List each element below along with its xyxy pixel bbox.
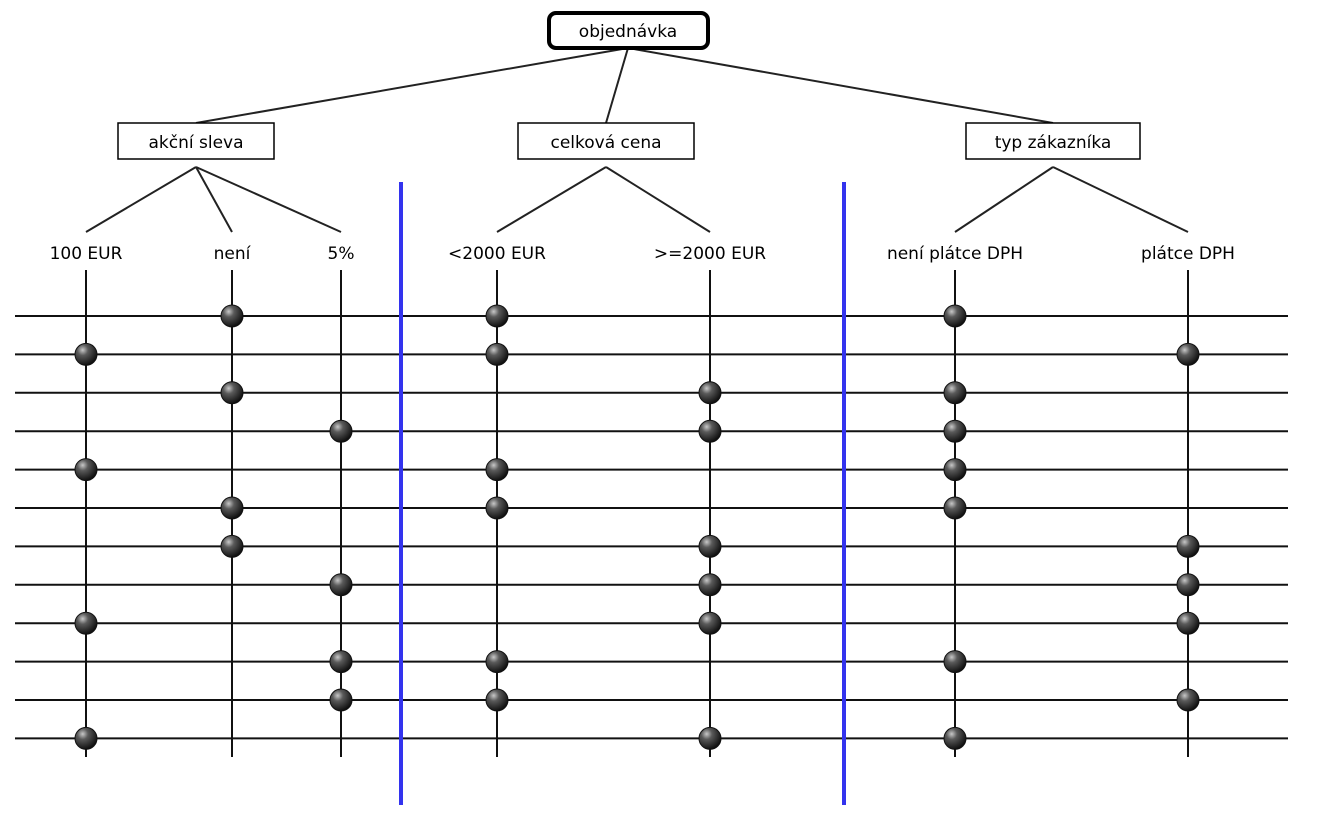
group-node-box xyxy=(517,122,695,160)
leaf-label-neni: není xyxy=(214,244,252,264)
row-marker-dot xyxy=(943,304,967,328)
leaf-label-under-2000-eur: <2000 EUR xyxy=(448,244,546,264)
row-marker-dot xyxy=(485,496,509,520)
row-marker-dot xyxy=(698,611,722,635)
row-marker-dot xyxy=(1176,534,1200,558)
row-marker-dot xyxy=(485,650,509,674)
root-to-group-edge xyxy=(605,47,629,124)
leaf-label-platce-dph: plátce DPH xyxy=(1141,244,1235,264)
row-marker-dot xyxy=(74,726,98,750)
group-to-leaf-edge xyxy=(1052,166,1189,233)
row-marker-dot xyxy=(74,458,98,482)
tree-edges xyxy=(85,47,1189,233)
row-marker-dot xyxy=(698,419,722,443)
group-node-akcni-sleva: akční sleva xyxy=(117,122,275,160)
row-marker-dot xyxy=(698,534,722,558)
row-marker-dot xyxy=(943,381,967,405)
group-to-leaf-edge xyxy=(954,166,1054,233)
group-node-label: akční sleva xyxy=(148,133,243,153)
row-marker-dot xyxy=(329,419,353,443)
row-marker-dot xyxy=(943,650,967,674)
group-node-label: celková cena xyxy=(550,133,661,153)
leaf-labels: 100 EUR není 5% <2000 EUR >=2000 EUR nen… xyxy=(50,244,1235,264)
row-marker-dot xyxy=(485,458,509,482)
row-marker-dot xyxy=(329,688,353,712)
row-marker-dot xyxy=(943,419,967,443)
row-marker-dot xyxy=(74,342,98,366)
row-marker-dot xyxy=(698,726,722,750)
group-to-leaf-edge xyxy=(496,166,607,233)
root-node: objednávka xyxy=(547,11,710,50)
row-marker-dot xyxy=(485,342,509,366)
row-marker-dot xyxy=(1176,688,1200,712)
row-marker-dot xyxy=(220,534,244,558)
row-marker-dot xyxy=(74,611,98,635)
row-marker-dot xyxy=(485,688,509,712)
group-node-celkova-cena: celková cena xyxy=(517,122,695,160)
row-grid xyxy=(15,270,1288,757)
leaf-label-100-eur: 100 EUR xyxy=(50,244,123,264)
row-marker-dot xyxy=(698,573,722,597)
root-node-box xyxy=(547,11,710,50)
group-to-leaf-edge xyxy=(195,166,233,233)
row-marker-dot xyxy=(943,458,967,482)
row-marker-dot xyxy=(1176,342,1200,366)
row-marker-dot xyxy=(1176,611,1200,635)
row-markers xyxy=(74,304,1200,750)
row-marker-dot xyxy=(698,381,722,405)
root-node-label: objednávka xyxy=(579,22,677,42)
group-to-leaf-edge xyxy=(85,166,197,233)
leaf-label-over-2000-eur: >=2000 EUR xyxy=(654,244,766,264)
group-to-leaf-edge xyxy=(195,166,342,233)
row-marker-dot xyxy=(220,381,244,405)
row-marker-dot xyxy=(220,496,244,520)
leaf-label-neni-platce-dph: není plátce DPH xyxy=(887,244,1023,264)
group-to-leaf-edge xyxy=(605,166,711,233)
row-marker-dot xyxy=(1176,573,1200,597)
row-marker-dot xyxy=(485,304,509,328)
leaf-label-5-percent: 5% xyxy=(328,244,355,264)
group-node-label: typ zákazníka xyxy=(995,133,1112,153)
group-node-box xyxy=(117,122,275,160)
group-dividers xyxy=(399,182,846,805)
row-marker-dot xyxy=(943,496,967,520)
row-marker-dot xyxy=(329,650,353,674)
row-marker-dot xyxy=(329,573,353,597)
row-marker-dot xyxy=(220,304,244,328)
group-node-box xyxy=(965,122,1141,160)
row-marker-dot xyxy=(943,726,967,750)
group-node-typ-zakaznika: typ zákazníka xyxy=(965,122,1141,160)
root-to-group-edge xyxy=(195,47,629,124)
root-to-group-edge xyxy=(627,47,1054,124)
